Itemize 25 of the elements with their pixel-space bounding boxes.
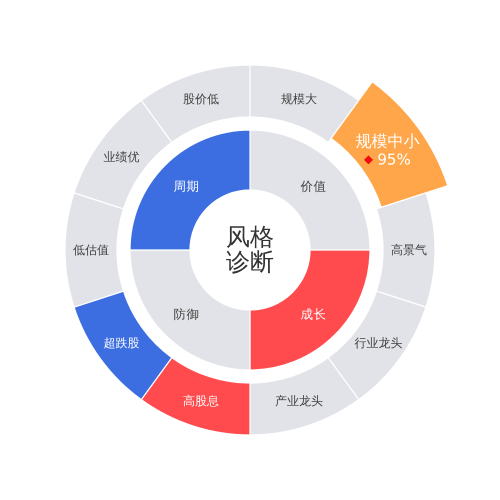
segment-label: 高股息 (182, 394, 219, 408)
ring-segment (141, 357, 251, 435)
ring-segment (74, 100, 172, 209)
segment-label: 行业龙头 (354, 336, 403, 351)
center-title: 风格诊断 (225, 224, 275, 276)
segment-label: 业绩优 (103, 149, 140, 164)
ring-segment (141, 65, 250, 143)
segment-label: 高景气 (391, 242, 427, 258)
ring-segment (328, 291, 426, 400)
segment-label: 产业龙头 (275, 394, 324, 408)
segment-label: 规模大 (281, 92, 318, 106)
ring-segment (250, 357, 359, 435)
segment-label: 低估值 (73, 242, 109, 258)
segment-label: 价值 (300, 178, 327, 194)
segment-label: 防御 (173, 306, 200, 322)
ring-segment (74, 291, 172, 400)
ring-segment (65, 192, 124, 308)
ring-segment (376, 192, 435, 308)
segment-label: 超跌股 (103, 336, 140, 351)
percentage-value: 95% (377, 150, 411, 169)
ring-segment (331, 81, 448, 208)
segment-label: 周期 (173, 178, 200, 194)
segment-label: 股价低 (182, 92, 219, 106)
segment-label: 规模中小 (356, 131, 420, 151)
segment-label: 成长 (300, 306, 327, 322)
